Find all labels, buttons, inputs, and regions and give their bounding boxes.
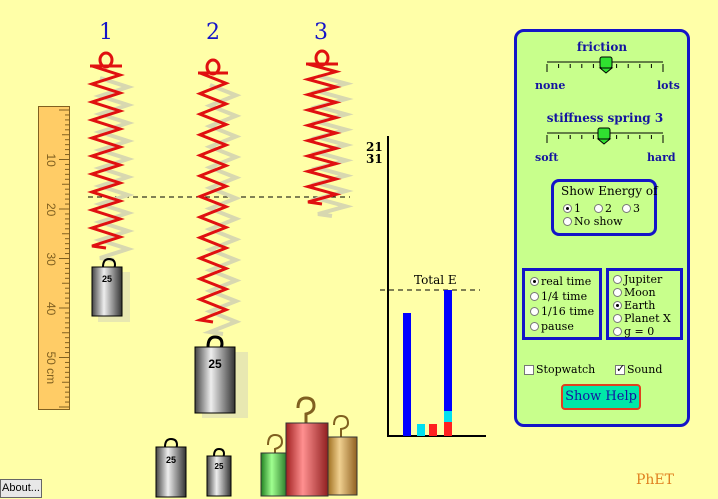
radio-button[interactable] xyxy=(530,322,539,331)
friction-slider[interactable] xyxy=(545,56,665,76)
bar-total-gravity xyxy=(444,411,452,422)
stiffness-slider[interactable] xyxy=(545,127,665,149)
radio-button[interactable] xyxy=(613,275,622,284)
gravity-option-jupiter[interactable]: Jupiter xyxy=(613,273,662,286)
spring-2[interactable] xyxy=(194,58,242,336)
friction-slider-thumb[interactable] xyxy=(598,56,614,74)
ruler-tick-label: 50 cm xyxy=(44,352,58,385)
ruler-tick-label: 20 xyxy=(44,203,58,217)
mass-hung-1[interactable]: 25 xyxy=(90,248,132,322)
radio-button[interactable] xyxy=(613,314,622,323)
time-option-quarter[interactable]: 1/4 time xyxy=(530,290,587,303)
mass-hung-2-label: 25 xyxy=(208,357,222,371)
radio-button[interactable] xyxy=(622,204,631,213)
mass-gold[interactable] xyxy=(327,414,358,496)
ruler-tick-label: 30 xyxy=(44,253,58,267)
radio-button[interactable] xyxy=(530,277,539,286)
radio-button[interactable] xyxy=(613,301,622,310)
show-energy-option-none[interactable]: No show xyxy=(563,215,623,228)
radio-button[interactable] xyxy=(563,217,572,226)
friction-title: friction xyxy=(576,40,628,54)
springs-layer xyxy=(87,49,354,336)
time-option-real[interactable]: real time xyxy=(530,275,591,288)
mass-green[interactable] xyxy=(260,433,289,497)
mass-hung-1-label: 25 xyxy=(102,274,112,284)
radio-button[interactable] xyxy=(613,288,622,297)
sound-checkbox[interactable]: Sound xyxy=(615,362,662,376)
radio-button[interactable] xyxy=(530,292,539,301)
show-energy-option-2[interactable]: 2 xyxy=(594,202,612,215)
show-help-button[interactable]: Show Help xyxy=(561,384,641,410)
about-button[interactable]: About... xyxy=(0,479,42,498)
bar-thermal xyxy=(444,422,452,436)
stopwatch-checkbox[interactable]: Stopwatch xyxy=(524,363,595,376)
checkbox[interactable] xyxy=(524,364,534,375)
checkbox[interactable] xyxy=(615,362,625,375)
gravity-option-moon[interactable]: Moon xyxy=(613,286,656,299)
bar-total xyxy=(444,290,452,411)
spring-2-label: 2 xyxy=(206,20,220,45)
radio-button[interactable] xyxy=(563,204,572,213)
mass-floor-2-label: 25 xyxy=(215,462,224,471)
stiffness-min-label: soft xyxy=(535,151,559,164)
control-panel: friction none lots stiffness spring 3 so… xyxy=(514,29,690,427)
radio-button[interactable] xyxy=(594,204,603,213)
stiffness-slider-thumb[interactable] xyxy=(596,127,612,145)
friction-min-label: none xyxy=(535,79,566,92)
spring-1-label: 1 xyxy=(99,20,113,45)
reference-line-left[interactable] xyxy=(88,192,350,202)
mass-red[interactable] xyxy=(285,396,329,497)
time-speed-group: real time 1/4 time 1/16 time pause xyxy=(522,268,602,340)
show-energy-group: Show Energy of 1 2 3 No show xyxy=(551,179,658,236)
ruler-tick-label: 10 xyxy=(44,154,58,168)
stiffness-title: stiffness spring 3 xyxy=(546,111,664,125)
mass-hung-2[interactable]: 25 xyxy=(192,322,248,418)
gravity-option-planet-x[interactable]: Planet X xyxy=(613,312,671,325)
mass-floor-1[interactable]: 25 xyxy=(153,430,193,499)
ruler[interactable]: 10 20 30 40 50 cm xyxy=(38,106,70,410)
bar-potential-elastic xyxy=(429,424,437,436)
mass-floor-2[interactable]: 25 xyxy=(204,440,236,499)
mass-floor-1-label: 25 xyxy=(166,455,176,465)
show-energy-option-3[interactable]: 3 xyxy=(622,202,640,215)
time-option-sixteenth[interactable]: 1/16 time xyxy=(530,305,594,318)
stiffness-max-label: hard xyxy=(647,151,676,164)
energy-top-label-1: 21 xyxy=(366,140,383,154)
energy-top-label-2: 31 xyxy=(366,152,383,166)
spring-1[interactable] xyxy=(87,51,135,262)
total-energy-line xyxy=(380,289,480,291)
friction-max-label: lots xyxy=(657,79,680,92)
radio-button[interactable] xyxy=(530,307,539,316)
show-energy-option-1[interactable]: 1 xyxy=(563,202,581,215)
spring-3[interactable] xyxy=(302,49,354,218)
energy-bar-graph: 21 31 Total E xyxy=(366,136,486,437)
phet-logo: PhET xyxy=(636,472,674,488)
gravity-group: Jupiter Moon Earth Planet X g = 0 xyxy=(606,268,683,340)
gravity-option-earth[interactable]: Earth xyxy=(613,299,655,312)
show-energy-title: Show Energy of xyxy=(561,184,658,198)
radio-button[interactable] xyxy=(613,327,622,336)
total-energy-label: Total E xyxy=(414,273,457,287)
bar-kinetic xyxy=(403,313,411,436)
gravity-option-zero[interactable]: g = 0 xyxy=(613,325,654,338)
ruler-tick-label: 40 xyxy=(44,302,58,316)
mystery-masses xyxy=(260,396,358,497)
time-option-pause[interactable]: pause xyxy=(530,320,574,333)
spring-3-label: 3 xyxy=(314,20,328,45)
bar-potential-gravity xyxy=(417,424,425,436)
